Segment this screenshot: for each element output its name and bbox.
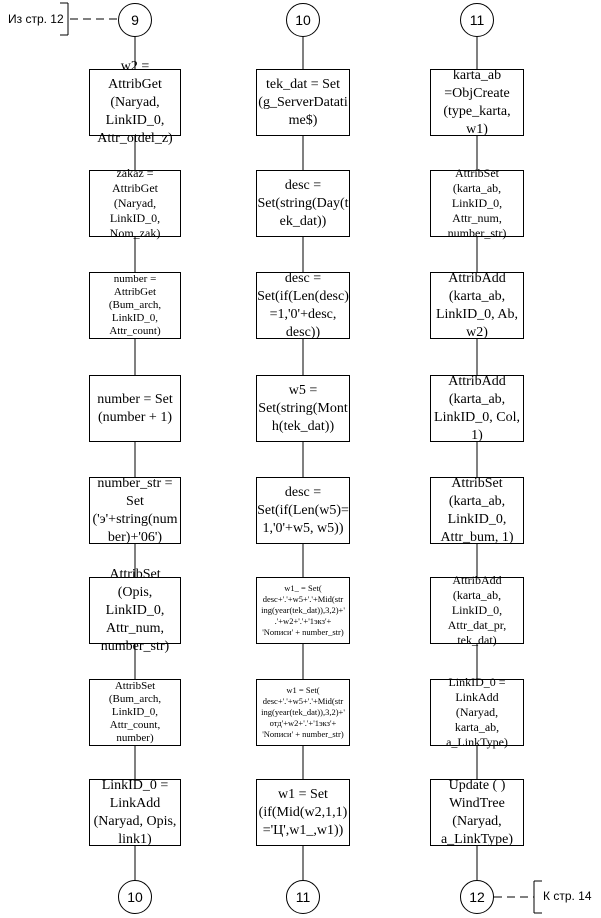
process-block-c2-7: w1 = Set( desc+'.'+w5+'.'+Mid(str ing(ye… xyxy=(256,679,350,746)
process-block-c3-2: AttribSet (karta_ab, LinkID_0, Attr_num,… xyxy=(430,166,524,240)
process-block-c2-5: desc = Set(if(Len(w5)= 1,'0'+w5, w5)) xyxy=(256,477,350,544)
process-block-c1-7: AttribSet (Bum_arch, LinkID_0, Attr_coun… xyxy=(89,679,181,746)
process-block-c3-6: AttribAdd (karta_ab, LinkID_0, Attr_dat_… xyxy=(430,573,524,647)
process-block-c3-3: AttribAdd (karta_ab, LinkID_0, Ab, w2) xyxy=(430,271,524,340)
process-block-c3-8: Update ( ) WindTree (Naryad, a_LinkType) xyxy=(430,778,524,847)
process-block-c1-5: number_str = Set ('э'+string(num ber)+'0… xyxy=(89,476,181,545)
process-block-c3-5: AttribSet (karta_ab, LinkID_0, Attr_bum,… xyxy=(430,476,524,545)
connector-end-12: 12 xyxy=(460,880,494,914)
process-block-c1-1: w2 = AttribGet (Naryad, LinkID_0, Attr_o… xyxy=(89,59,181,146)
process-block-c1-6: AttribSet (Opis, LinkID_0, Attr_num, num… xyxy=(89,567,181,654)
connector-end-10: 10 xyxy=(118,880,152,914)
process-block-c2-8: w1 = Set (if(Mid(w2,1,1) ='Ц',w1_,w1)) xyxy=(256,779,350,846)
process-block-c3-1: karta_ab =ObjCreate (type_karta, w1) xyxy=(430,68,524,137)
process-block-c2-3: desc = Set(if(Len(desc) =1,'0'+desc, des… xyxy=(256,270,350,340)
process-block-c3-4: AttribAdd (karta_ab, LinkID_0, Col, 1) xyxy=(430,374,524,443)
process-block-c1-4: number = Set (number + 1) xyxy=(89,375,181,442)
process-block-c2-6: w1_ = Set( desc+'.'+w5+'.'+Mid(str ing(y… xyxy=(256,577,350,644)
offpage-to-label: К стр. 14 xyxy=(543,889,592,903)
process-block-c1-8: LinkID_0 = LinkAdd (Naryad, Opis, link1) xyxy=(89,778,181,847)
connector-start-11: 11 xyxy=(460,3,494,37)
process-block-c2-1: tek_dat = Set (g_ServerDatati me$) xyxy=(256,69,350,136)
connector-start-9: 9 xyxy=(118,3,152,37)
process-block-c3-7: LinkID_0 = LinkAdd (Naryad, karta_ab, a_… xyxy=(430,675,524,749)
process-block-c2-2: desc = Set(string(Day(t ek_dat)) xyxy=(256,170,350,237)
process-block-c1-3: number = AttribGet (Bum_arch, LinkID_0, … xyxy=(89,272,181,339)
offpage-from-label: Из стр. 12 xyxy=(8,12,64,26)
process-block-c2-4: w5 = Set(string(Mont h(tek_dat)) xyxy=(256,375,350,442)
process-block-c1-2: zakaz = AttribGet (Naryad, LinkID_0, Nom… xyxy=(89,166,181,240)
connector-start-10: 10 xyxy=(286,3,320,37)
connector-end-11: 11 xyxy=(286,880,320,914)
